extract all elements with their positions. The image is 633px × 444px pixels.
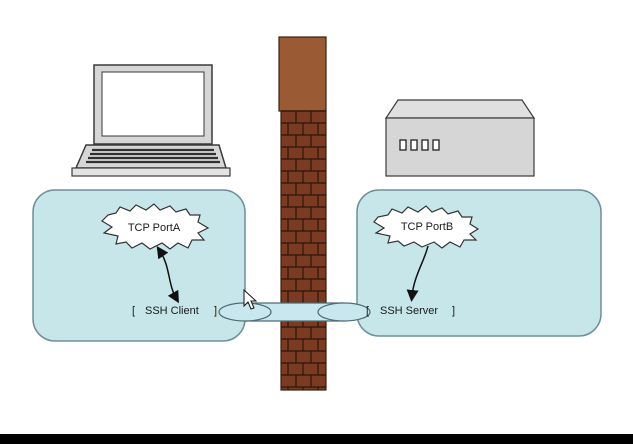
laptop-icon [71, 64, 231, 177]
ssh-tunnel-pipe [218, 302, 371, 322]
client-bracket-open: [ [132, 305, 135, 317]
client-link-arrow [156, 246, 179, 304]
server-bracket-close: ] [452, 305, 455, 317]
client-port-label: TCP PortA [128, 222, 181, 234]
client-port-burst [101, 203, 210, 250]
client-bracket-close: ] [214, 305, 217, 317]
brick-wall-icon [278, 36, 327, 391]
server-port-burst [373, 205, 480, 249]
ssh-server-label: SSH Server [380, 305, 438, 317]
server-port-label: TCP PortB [401, 221, 453, 233]
server-box-icon [384, 99, 536, 177]
server-bracket-open: [ [366, 305, 369, 317]
server-link-arrow [406, 245, 429, 302]
mouse-pointer-icon [243, 288, 258, 310]
ssh-client-label: SSH Client [145, 305, 199, 317]
